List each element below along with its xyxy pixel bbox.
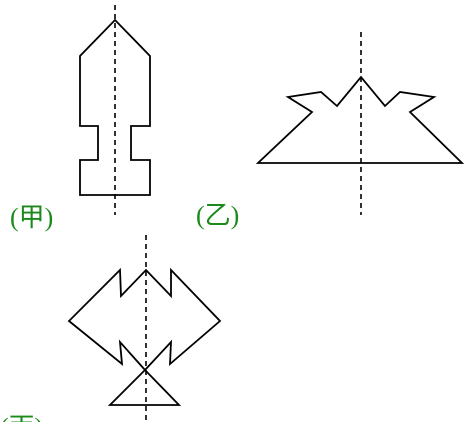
figure-bing-outline [67, 267, 222, 406]
figure-yi-outline [255, 75, 465, 164]
figure-bing-label: (丙) [0, 413, 43, 422]
figure-jia: (甲) [10, 5, 151, 232]
figure-bing: (丙) [0, 235, 222, 427]
figure-jia-label: (甲) [10, 203, 53, 232]
figure-yi: (乙) [196, 32, 465, 230]
figure-yi-label: (乙) [196, 201, 239, 230]
